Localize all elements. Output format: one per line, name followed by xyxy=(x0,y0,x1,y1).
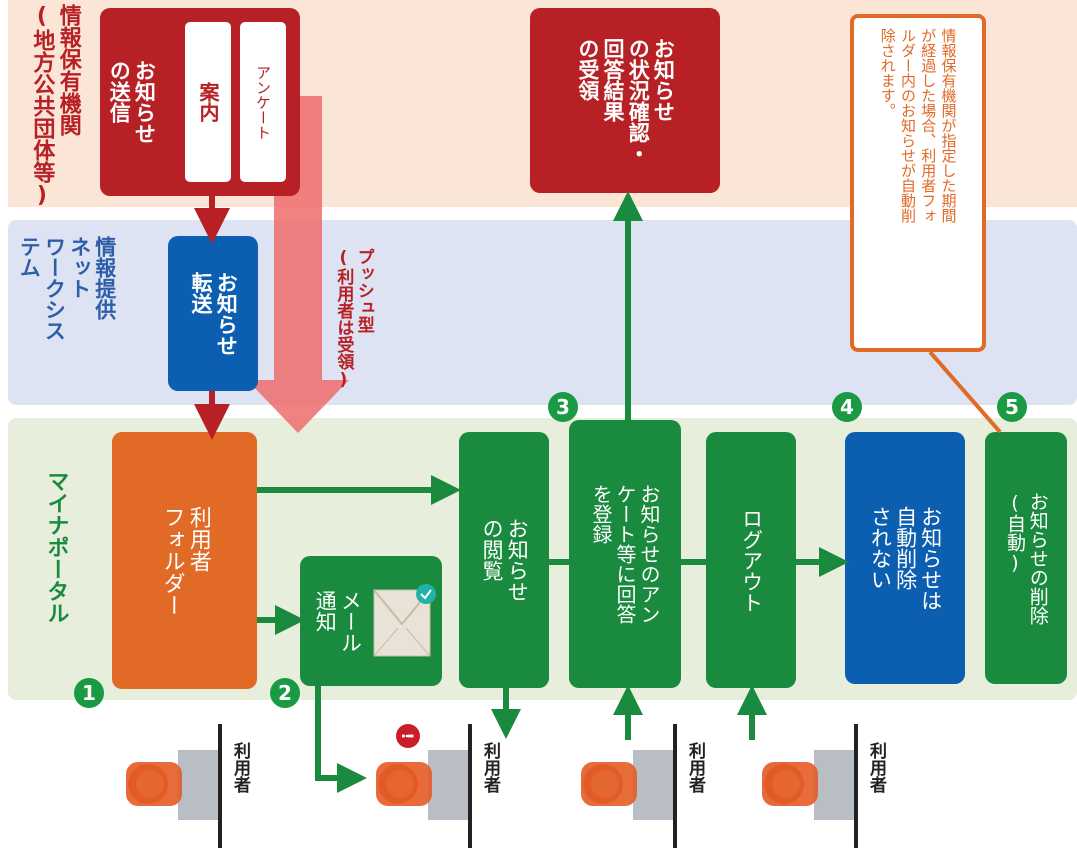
mail-box: メール 通知 xyxy=(300,556,442,686)
auto-delete-label: お知らせの削除 (自動) xyxy=(1004,491,1049,625)
note-box: 情報保有機関が指定した期間 が経過した場合、利用者フォ ルダー内のお知らせが自動… xyxy=(850,14,986,352)
view-box-label: お知らせ の閲覧 xyxy=(480,518,530,602)
forward-box: お知らせ 転送 xyxy=(168,236,258,391)
step-5-badge: 5 xyxy=(997,392,1027,422)
lane-network-title: 情報提供 ネット ワークシス テム xyxy=(17,236,117,341)
step-4-badge: 4 xyxy=(832,392,862,422)
user-2-label: 利用者 xyxy=(480,742,500,793)
send-guide-card: 案内 xyxy=(185,22,231,182)
user-icon xyxy=(581,724,677,848)
logout-box-label: ログアウト xyxy=(739,507,764,613)
auto-delete-box: お知らせの削除 (自動) xyxy=(985,432,1067,684)
push-label: プッシュ型 (利用者は受領) xyxy=(333,248,374,390)
not-deleted-label: お知らせは 自動削除 されない xyxy=(868,505,943,611)
not-deleted-box: お知らせは 自動削除 されない xyxy=(845,432,965,684)
answer-box: お知らせのアン ケート等に回答 を登録 xyxy=(569,420,681,688)
logout-box: ログアウト xyxy=(706,432,796,688)
view-box: お知らせ の閲覧 xyxy=(459,432,549,688)
receive-box: お知らせ の状況確認・ 回答結果 の受領 xyxy=(530,8,720,193)
step-1-badge: 1 xyxy=(74,678,104,708)
lane-portal-title: マイナポータル xyxy=(43,470,69,624)
send-guide-label: 案内 xyxy=(196,82,220,122)
user-icon: ! xyxy=(376,724,472,848)
user-1: 利用者 xyxy=(112,722,252,852)
user-folder-label: 利用者 フォルダー xyxy=(159,505,211,616)
send-survey-card: アンケート xyxy=(240,22,286,182)
forward-box-label: お知らせ 転送 xyxy=(189,271,239,356)
send-box-label: お知らせ の送信 xyxy=(107,60,157,144)
user-4-label: 利用者 xyxy=(866,742,886,793)
user-icon xyxy=(126,724,222,848)
envelope-icon xyxy=(373,584,436,657)
user-3-label: 利用者 xyxy=(685,742,705,793)
send-survey-label: アンケート xyxy=(254,64,272,140)
step-2-badge: 2 xyxy=(270,678,300,708)
user-folder-box: 利用者 フォルダー xyxy=(112,432,257,689)
user-1-label: 利用者 xyxy=(230,742,250,793)
step-3-badge: 3 xyxy=(548,392,578,422)
mail-box-label: メール 通知 xyxy=(313,589,363,653)
user-2: ! 利用者 xyxy=(362,722,502,852)
answer-box-label: お知らせのアン ケート等に回答 を登録 xyxy=(589,484,661,624)
lane-org-title: 情報保有機関 (地方公共団体等) xyxy=(29,4,81,208)
svg-text:!: ! xyxy=(398,732,417,739)
user-icon xyxy=(762,724,858,848)
user-4: 利用者 xyxy=(748,722,888,852)
receive-box-label: お知らせ の状況確認・ 回答結果 の受領 xyxy=(575,37,676,164)
note-text: 情報保有機関が指定した期間 が経過した場合、利用者フォ ルダー内のお知らせが自動… xyxy=(878,28,958,223)
user-3: 利用者 xyxy=(567,722,707,852)
